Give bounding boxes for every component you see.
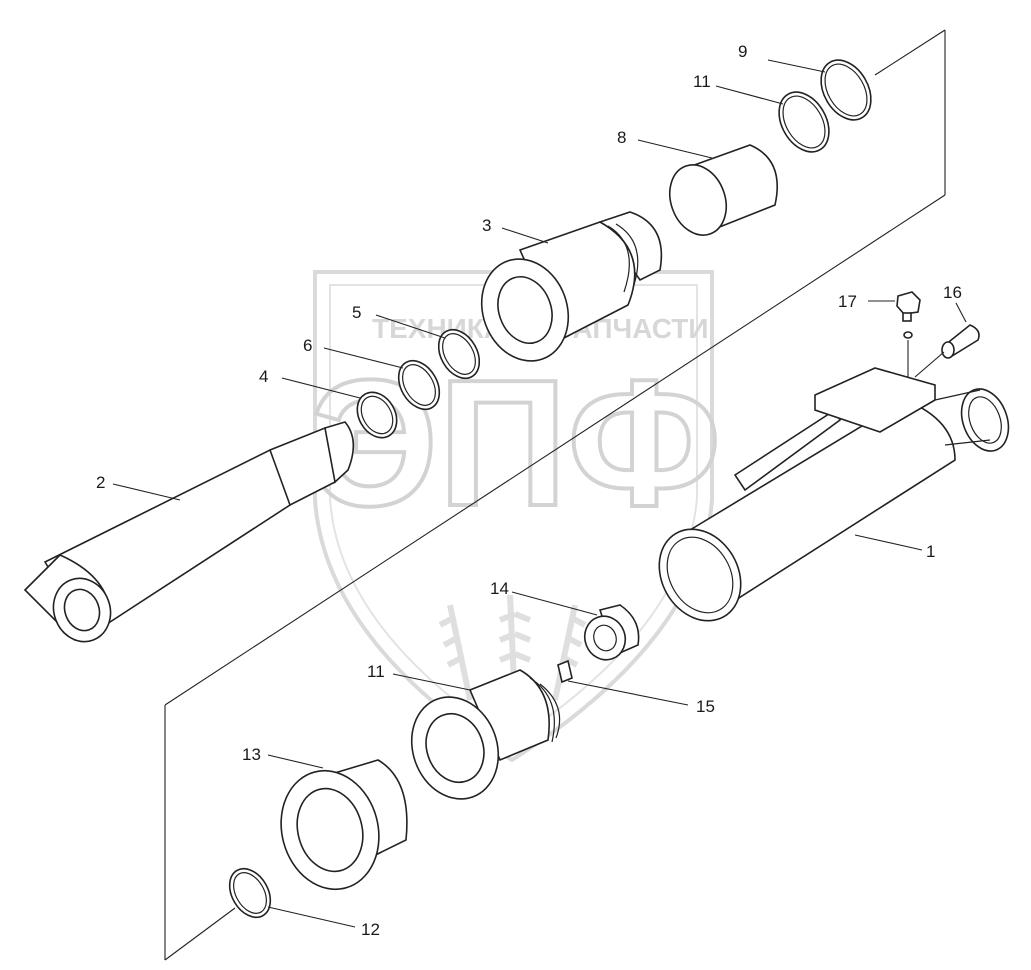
callout-3: 3 — [482, 216, 491, 235]
callout-5: 5 — [352, 303, 361, 322]
part-6-ring — [397, 359, 441, 411]
watermark: ТЕХНИКА ⚙ ЗАПЧАСТИ ЭПФ — [308, 270, 723, 763]
part-3-gland — [480, 211, 663, 362]
part-14-bushing — [583, 604, 640, 661]
callout-9: 11 — [693, 72, 711, 91]
callout-16: 16 — [943, 283, 962, 302]
part-8-ring — [820, 59, 872, 121]
part-7-piston — [668, 144, 779, 236]
watermark-company-left: ТЕХНИКА — [372, 313, 504, 344]
callout-1: 1 — [926, 542, 935, 561]
part-5-ring — [437, 328, 481, 380]
callout-7: 8 — [617, 128, 626, 147]
callout-17: 17 — [838, 292, 857, 311]
assembly-frame — [164, 29, 946, 961]
callout-14: 14 — [490, 579, 509, 598]
callout-15: 15 — [696, 697, 715, 716]
leader-lines — [112, 59, 967, 928]
part-16-fitting — [914, 324, 980, 378]
callout-12: 12 — [361, 920, 380, 939]
part-4-ring — [356, 391, 398, 439]
part-12-ring — [228, 867, 272, 919]
part-11-piston-head — [410, 669, 561, 800]
watermark-wheat-icon — [438, 594, 587, 706]
callout-6: 6 — [303, 336, 312, 355]
callout-8: 9 — [738, 42, 747, 61]
part-9-ring — [778, 91, 830, 153]
callout-13: 13 — [242, 745, 261, 764]
part-1-cylinder — [658, 367, 1010, 622]
callout-4: 4 — [259, 367, 268, 386]
watermark-logo: ЭПФ — [310, 343, 721, 544]
callout-11: 11 — [367, 662, 385, 681]
callout-2: 2 — [96, 473, 105, 492]
part-2-piston-rod — [23, 421, 355, 643]
part-13-sleeve — [280, 759, 408, 891]
part-17-bolt — [896, 291, 921, 378]
part-15-pin — [557, 659, 573, 684]
callout-labels: 9 11 8 3 5 6 4 2 1 17 16 14 15 11 13 12 — [96, 42, 962, 939]
